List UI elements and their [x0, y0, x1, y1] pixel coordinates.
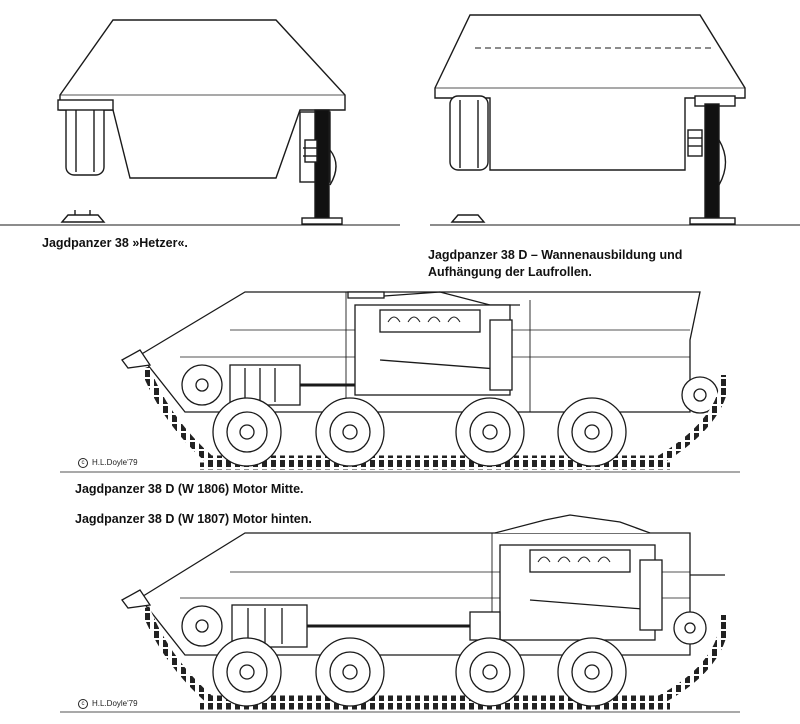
- road-wheel-left-38d: [449, 95, 489, 171]
- artist-name: H.L.Doyle'79: [92, 699, 138, 709]
- cross-section-hetzer: [0, 19, 400, 226]
- track-link-right-38d: [704, 103, 720, 221]
- caption-38d-suspension-line1: Jagdpanzer 38 D – Wannenausbildung und: [428, 248, 683, 262]
- road-wheels-2: [212, 637, 627, 707]
- track-link-right: [314, 109, 330, 221]
- rear-idler-2: [673, 611, 707, 645]
- artist-name: H.L.Doyle'79: [92, 458, 138, 468]
- copyright-symbol: c: [78, 458, 88, 468]
- track-run: [140, 366, 730, 465]
- caption-hetzer: Jagdpanzer 38 »Hetzer«.: [42, 236, 188, 250]
- artist-signature-1: c H.L.Doyle'79: [78, 458, 138, 468]
- caption-38d-suspension-line2: Aufhängung der Laufrollen.: [428, 265, 592, 279]
- drive-hub-2: [181, 605, 223, 647]
- track-pad-left: [60, 214, 106, 223]
- caption-rear-engine: Jagdpanzer 38 D (W 1807) Motor hinten.: [75, 512, 312, 526]
- track-run-2: [140, 606, 730, 705]
- track-pad-right: [301, 217, 343, 225]
- track-pad-left-38d: [450, 214, 486, 223]
- cross-section-38d: [430, 14, 800, 226]
- artist-signature-2: c H.L.Doyle'79: [78, 699, 138, 709]
- side-view-rear-engine: [60, 514, 740, 713]
- caption-mid-engine: Jagdpanzer 38 D (W 1806) Motor Mitte.: [75, 482, 304, 496]
- copyright-symbol: c: [78, 699, 88, 709]
- road-wheel-left: [65, 102, 105, 176]
- side-view-mid-engine: [60, 291, 740, 473]
- road-wheels: [212, 397, 627, 467]
- track-pad-right-38d: [689, 217, 736, 225]
- drive-hub: [181, 364, 223, 406]
